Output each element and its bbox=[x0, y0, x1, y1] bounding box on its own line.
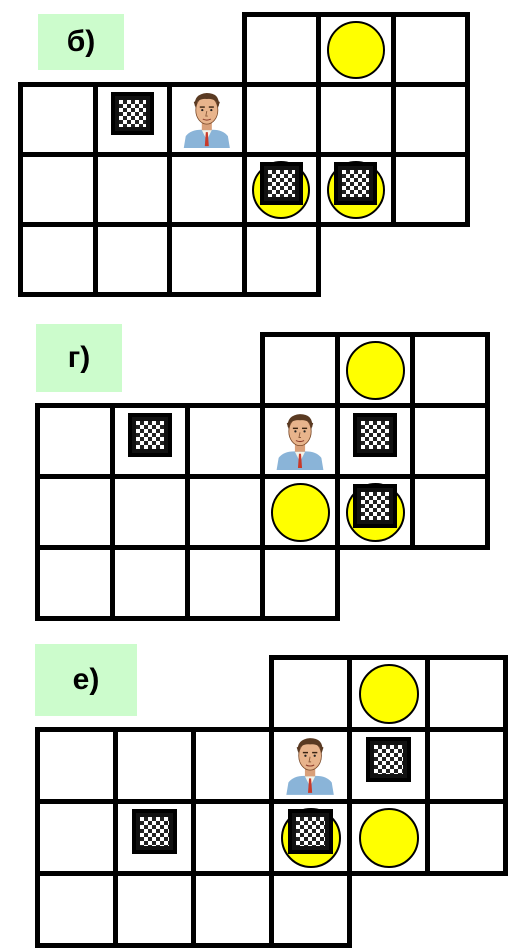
grid-cell bbox=[191, 727, 274, 804]
coin-icon bbox=[359, 664, 419, 724]
grid-cell bbox=[185, 474, 265, 550]
coin-icon bbox=[359, 808, 419, 868]
grid-cell bbox=[185, 545, 265, 621]
puzzle-label: е) bbox=[35, 644, 137, 716]
crate-pattern bbox=[342, 170, 369, 197]
man-portrait-icon bbox=[273, 409, 327, 470]
man-portrait-icon bbox=[180, 88, 234, 148]
grid-cell bbox=[35, 799, 118, 876]
grid-cell bbox=[167, 222, 247, 297]
grid-cell bbox=[391, 152, 471, 227]
grid-cell bbox=[113, 727, 196, 804]
grid-cell bbox=[410, 474, 490, 550]
grid-cell bbox=[110, 545, 190, 621]
crate-pattern bbox=[361, 421, 389, 449]
grid-cell bbox=[425, 655, 508, 732]
coin-icon bbox=[346, 341, 405, 400]
man-portrait-icon bbox=[282, 733, 338, 795]
grid-cell bbox=[191, 799, 274, 876]
grid-cell bbox=[35, 403, 115, 479]
grid-cell bbox=[18, 222, 98, 297]
crate-pattern bbox=[140, 817, 169, 846]
checkered-crate-icon bbox=[288, 809, 333, 854]
coin-icon bbox=[327, 21, 385, 79]
crate-pattern bbox=[296, 817, 325, 846]
grid-cell bbox=[316, 82, 396, 157]
grid-cell bbox=[113, 871, 196, 948]
grid-cell bbox=[191, 871, 274, 948]
checkered-crate-icon bbox=[353, 413, 397, 457]
grid-cell bbox=[18, 152, 98, 227]
grid-cell bbox=[35, 545, 115, 621]
grid-cell bbox=[410, 403, 490, 479]
crate-pattern bbox=[119, 100, 146, 127]
grid-cell bbox=[269, 655, 352, 732]
grid-cell bbox=[18, 82, 98, 157]
grid-cell bbox=[391, 12, 471, 87]
crate-pattern bbox=[268, 170, 295, 197]
grid-cell bbox=[185, 403, 265, 479]
checkered-crate-icon bbox=[334, 162, 377, 205]
grid-cell bbox=[260, 545, 340, 621]
crate-pattern bbox=[361, 492, 389, 520]
checkered-crate-icon bbox=[366, 737, 411, 782]
grid-cell bbox=[242, 82, 322, 157]
checkered-crate-icon bbox=[353, 484, 397, 528]
puzzle-label: б) bbox=[38, 14, 124, 70]
checkered-crate-icon bbox=[111, 92, 154, 135]
grid-cell bbox=[425, 799, 508, 876]
checkered-crate-icon bbox=[260, 162, 303, 205]
grid-cell bbox=[260, 332, 340, 408]
grid-cell bbox=[35, 474, 115, 550]
grid-cell bbox=[242, 222, 322, 297]
grid-cell bbox=[410, 332, 490, 408]
grid-cell bbox=[110, 474, 190, 550]
grid-cell bbox=[425, 727, 508, 804]
crate-pattern bbox=[374, 745, 403, 774]
grid-cell bbox=[242, 12, 322, 87]
grid-cell bbox=[93, 222, 173, 297]
grid-cell bbox=[391, 82, 471, 157]
grid-cell bbox=[93, 152, 173, 227]
grid-cell bbox=[35, 871, 118, 948]
puzzle-label: г) bbox=[36, 324, 122, 392]
coin-icon bbox=[271, 483, 330, 542]
checkered-crate-icon bbox=[132, 809, 177, 854]
grid-cell bbox=[35, 727, 118, 804]
crate-pattern bbox=[136, 421, 164, 449]
grid-cell bbox=[167, 152, 247, 227]
checkered-crate-icon bbox=[128, 413, 172, 457]
grid-cell bbox=[269, 871, 352, 948]
